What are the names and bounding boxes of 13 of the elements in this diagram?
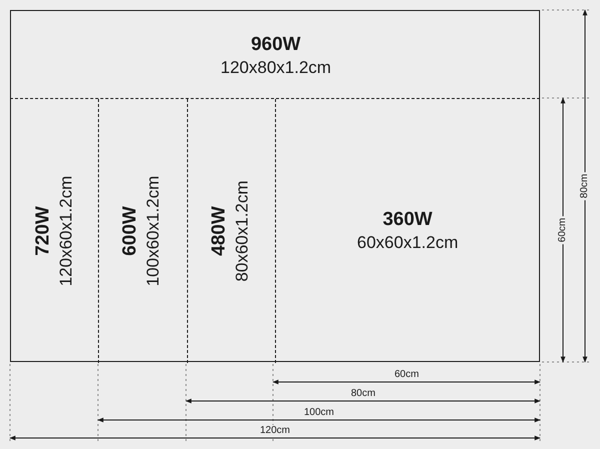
wattage-label: 960W: [250, 33, 302, 57]
wattage-label: 720W: [30, 205, 54, 258]
size-label: 120x80x1.2cm: [220, 57, 332, 79]
wattage-label: 600W: [118, 205, 142, 258]
size-label: 120x60x1.2cm: [54, 176, 76, 286]
panel-region: [10, 98, 540, 362]
wattage-label: 360W: [382, 208, 434, 232]
size-label: 60x60x1.2cm: [357, 232, 458, 254]
dimension-label: 120cm: [258, 425, 292, 437]
panel-outline: [10, 10, 540, 362]
size-label: 100x60x1.2cm: [142, 176, 164, 286]
wattage-label: 480W: [208, 205, 231, 258]
size-label: 80x60x1.2cm: [232, 180, 253, 282]
